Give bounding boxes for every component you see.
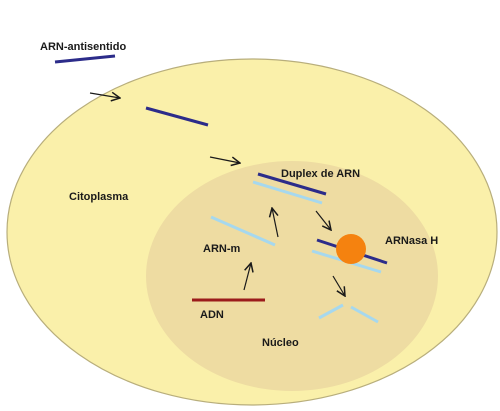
arrow-entry-cytoplasm: [89, 93, 120, 98]
arrow-entry-nucleus: [209, 156, 240, 163]
cleaved-mrna-fragment-right: [350, 305, 379, 324]
arrow-dna-to-mrna: [243, 263, 251, 291]
duplex-mrna-strand: [252, 180, 323, 205]
label-rna-duplex: Duplex de ARN: [281, 168, 360, 180]
duplex-antisense-strand: [257, 172, 327, 196]
arrow-rnase-to-cleavage: [332, 275, 345, 296]
nucleus-ellipse: [146, 161, 438, 391]
label-rnase-h: ARNasa H: [385, 235, 438, 247]
rnase-h-enzyme: [336, 234, 366, 264]
mrna-strand-nucleus: [210, 215, 276, 247]
arrow-duplex-to-rnase: [315, 210, 331, 230]
label-dna: ADN: [200, 309, 224, 321]
legend-antisense-strand: [54, 54, 116, 64]
antisense-strand-cytoplasm: [145, 106, 209, 127]
cleaved-mrna-fragment-left: [318, 303, 344, 320]
label-mrna: ARN-m: [203, 243, 240, 255]
label-cytoplasm: Citoplasma: [69, 191, 129, 203]
label-antisense-rna: ARN-antisentido: [40, 41, 126, 53]
arrow-mrna-to-duplex: [272, 208, 279, 238]
label-nucleus: Núcleo: [262, 337, 299, 349]
